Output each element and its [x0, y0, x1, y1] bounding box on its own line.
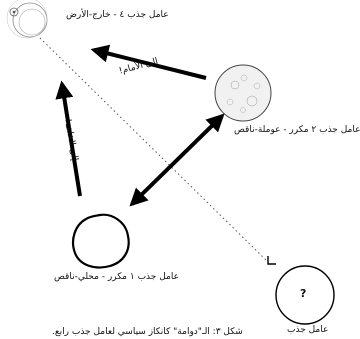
attractor-2-label: عامل جذب ٢ مكرر - عوملة-ناقص: [234, 125, 360, 135]
attractor-2-sphere: [214, 64, 272, 122]
unknown-attractor-label: عامل جذب: [287, 325, 329, 335]
attractor-1-blob: [71, 213, 130, 269]
attractor-1-label: عامل جذب ١ مكرر - محلي-ناقص: [54, 272, 179, 282]
trajectory-corner-mark: [267, 256, 276, 265]
figure-caption: شكل ٣: الـ"دوامة" كانكاز سياسي لعامل جذب…: [52, 327, 243, 337]
arrow-2-to-4: [90, 44, 207, 80]
arrow-1-2-bidirectional: [129, 113, 225, 207]
attractor-4-label: عامل جذب ٤ - خارج-الأرض: [66, 10, 169, 20]
unknown-attractor-question-mark: ?: [300, 287, 307, 300]
dotted-trajectory: [39, 37, 269, 263]
attractor-4-circle: [6, 0, 48, 39]
unknown-attractor-circle: [275, 265, 335, 325]
arrow-1-to-4: [55, 80, 82, 197]
